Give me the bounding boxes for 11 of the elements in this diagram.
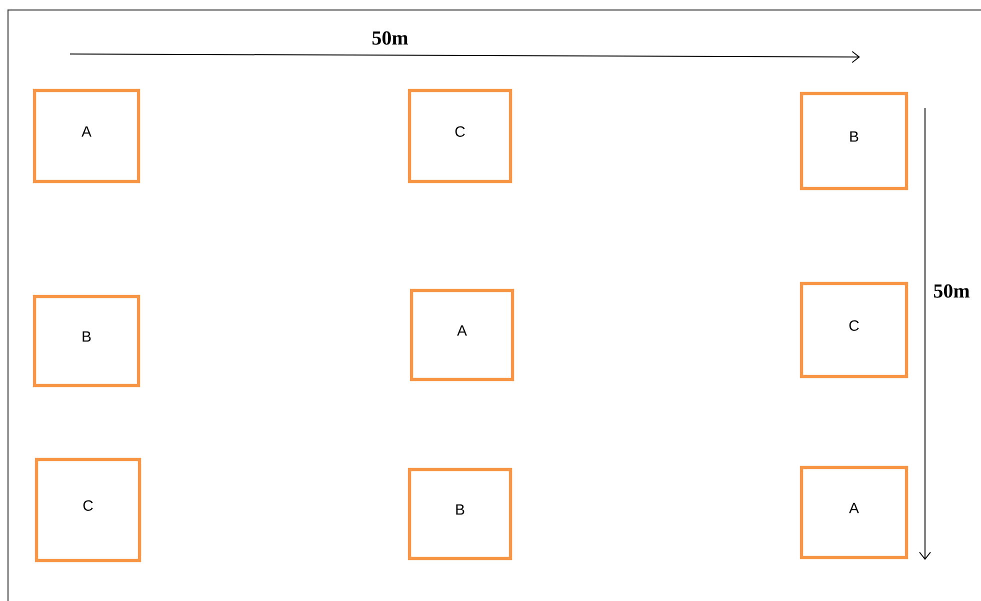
- plot-box: B: [32, 294, 140, 388]
- plot-box: C: [408, 88, 512, 184]
- plot-box: A: [32, 88, 140, 184]
- plot-box: A: [800, 466, 908, 560]
- plot-box: C: [800, 282, 908, 378]
- dimension-label: 50m: [934, 284, 970, 298]
- plot-box: B: [408, 468, 512, 560]
- dimension-label: 50m: [372, 31, 408, 45]
- plot-box: A: [410, 288, 514, 382]
- plot-box: C: [34, 458, 142, 562]
- plot-box: B: [800, 92, 908, 190]
